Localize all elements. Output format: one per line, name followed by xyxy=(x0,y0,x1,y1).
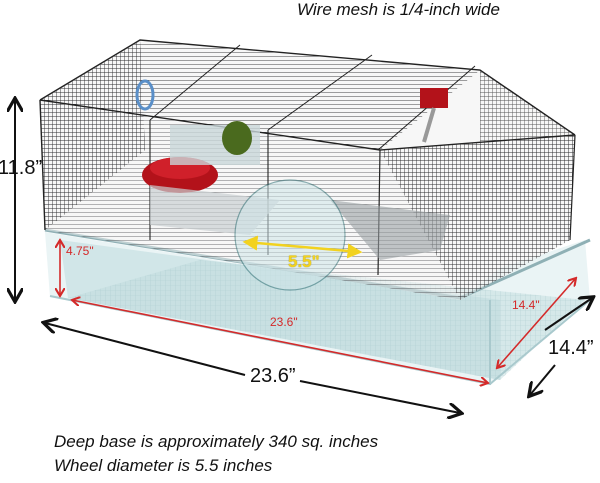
length-arrow-right xyxy=(299,380,460,413)
water-bottle xyxy=(420,88,448,108)
ramp xyxy=(330,200,450,260)
length-arrow-left xyxy=(45,323,246,376)
exercise-wheel xyxy=(234,179,346,291)
wheel-diameter-label: 5.5" xyxy=(288,252,320,271)
depth-arrow-bottom xyxy=(530,364,556,395)
height-label: 11.8” xyxy=(0,157,43,179)
base-depth-arrow xyxy=(497,278,576,368)
base-length-label: 23.6" xyxy=(270,315,298,329)
base-height-label: 4.75" xyxy=(66,244,94,258)
depth-label: 14.4” xyxy=(548,337,594,359)
ladder-loop xyxy=(135,79,155,111)
length-label: 23.6” xyxy=(250,365,296,387)
wheel-caption: Wheel diameter is 5.5 inches xyxy=(54,456,273,475)
mesh-caption: Wire mesh is 1/4-inch wide xyxy=(297,0,500,19)
base-depth-label: 14.4" xyxy=(512,298,540,312)
base-area-caption: Deep base is approximately 340 sq. inche… xyxy=(54,432,379,451)
base-length-arrow xyxy=(72,300,488,383)
wheel-diameter-arrow xyxy=(242,235,363,259)
